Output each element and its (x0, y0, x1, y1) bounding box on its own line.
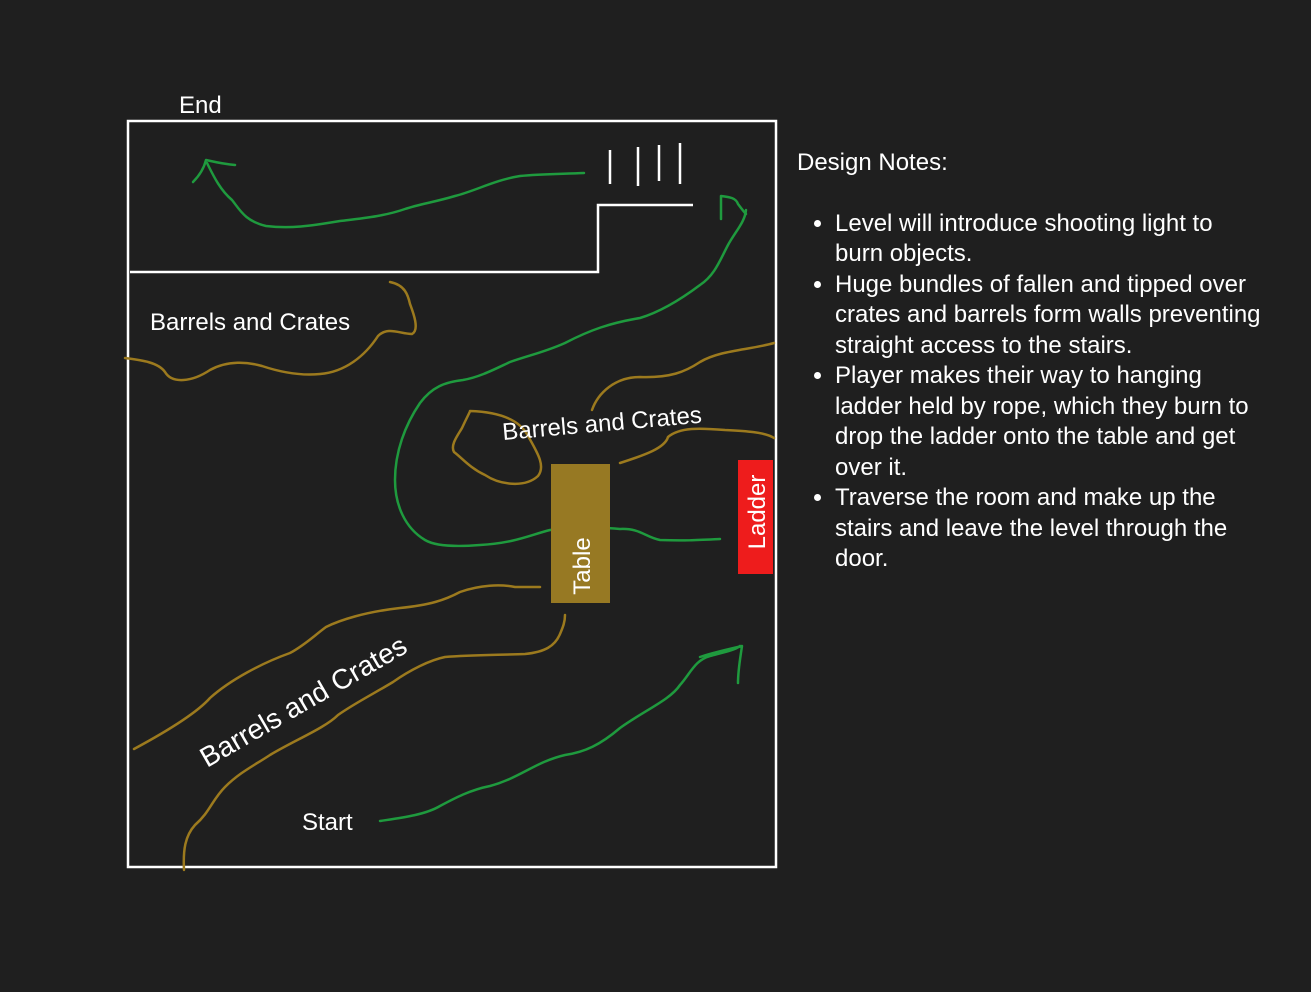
design-notes-title: Design Notes: (797, 149, 948, 176)
path-end-segment (205, 161, 586, 229)
path-start-segment (378, 644, 742, 823)
barrels-and-crates-outlines (123, 280, 776, 872)
path-end-arrowhead (191, 158, 237, 184)
design-note-item: Huge bundles of fallen and tipped over c… (835, 270, 1267, 362)
stairs-marks (608, 143, 682, 186)
design-note-item: Traverse the room and make up the stairs… (835, 483, 1267, 575)
path-start-arrowhead (698, 644, 744, 685)
ladder: Ladder (738, 460, 773, 574)
design-note-item: Level will introduce shooting light to b… (835, 209, 1267, 270)
start-label: Start (302, 809, 353, 836)
room-boundary (126, 119, 778, 869)
ladder-label: Ladder (744, 475, 771, 550)
barrels-middle-label: Barrels and Crates (501, 402, 703, 446)
table: Table (551, 464, 610, 603)
table-shape (551, 464, 610, 603)
end-label: End (179, 92, 222, 119)
barrels-middle-outline (451, 409, 543, 485)
design-note-item: Player makes their way to hanging ladder… (835, 361, 1267, 483)
barrels-top-outline (123, 280, 417, 382)
barrels-bottom-lower-outline (182, 613, 567, 872)
barrels-bottom-upper-outline (132, 584, 542, 751)
ladder-shape (738, 460, 773, 574)
barrels-bottom-label: Barrels and Crates (195, 630, 413, 774)
design-notes-panel: Design Notes: Level will introduce shoot… (797, 148, 1267, 575)
design-notes-list: Level will introduce shooting light to b… (797, 209, 1267, 575)
upper-landing-wall (130, 203, 693, 274)
barrels-right-upper-outline (590, 341, 776, 412)
table-label: Table (569, 537, 596, 594)
barrels-right-lower-outline (618, 427, 776, 465)
barrels-top-label: Barrels and Crates (150, 309, 350, 336)
path-middle-arrowhead (719, 194, 748, 221)
